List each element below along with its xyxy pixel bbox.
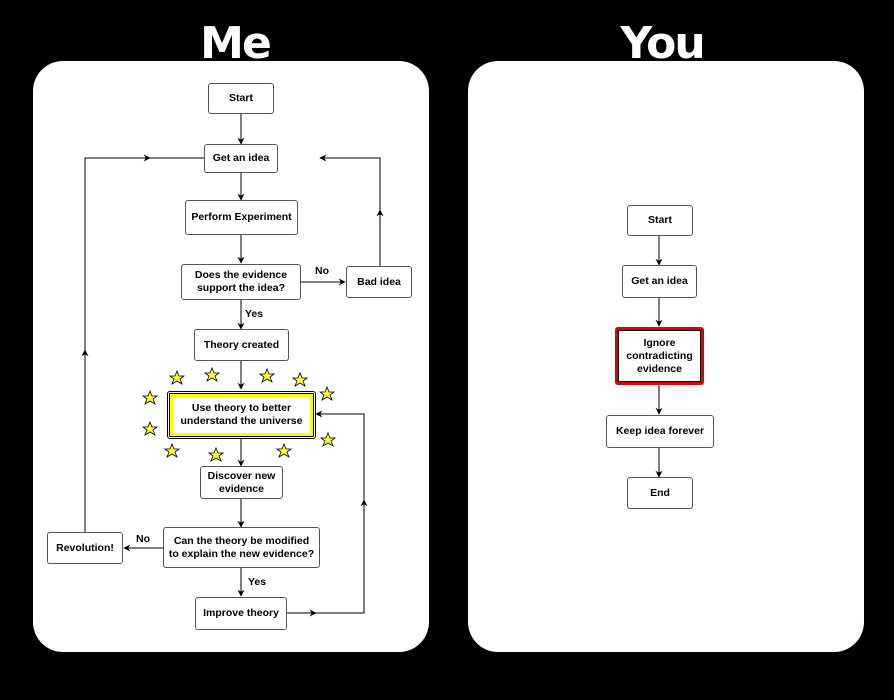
me-question-evidence: Does the evidence support the idea? bbox=[181, 264, 301, 300]
me-start-box: Start bbox=[208, 83, 274, 114]
you-get-idea-box: Get an idea bbox=[622, 265, 697, 298]
title-you: You bbox=[620, 18, 705, 69]
me-use-theory-box: Use theory to better understand the univ… bbox=[167, 391, 316, 439]
you-keep-idea-box: Keep idea forever bbox=[606, 415, 714, 448]
me-improve-box: Improve theory bbox=[195, 597, 287, 630]
title-me: Me bbox=[200, 18, 272, 69]
label-no-1: No bbox=[315, 265, 329, 277]
label-no-2: No bbox=[136, 533, 150, 545]
label-yes-1: Yes bbox=[245, 308, 264, 320]
me-bad-idea-box: Bad idea bbox=[346, 266, 412, 298]
me-question-modify: Can the theory be modified to explain th… bbox=[163, 527, 320, 568]
you-end-box: End bbox=[627, 477, 693, 509]
you-start-box: Start bbox=[627, 205, 693, 236]
me-perform-box: Perform Experiment bbox=[185, 200, 298, 235]
me-theory-created-box: Theory created bbox=[194, 329, 289, 361]
you-ignore-box: Ignore contradicting evidence bbox=[615, 327, 704, 385]
me-revolution-box: Revolution! bbox=[47, 532, 123, 564]
label-yes-2: Yes bbox=[248, 576, 267, 588]
me-discover-box: Discover new evidence bbox=[200, 466, 283, 499]
me-get-idea-box: Get an idea bbox=[204, 144, 278, 173]
